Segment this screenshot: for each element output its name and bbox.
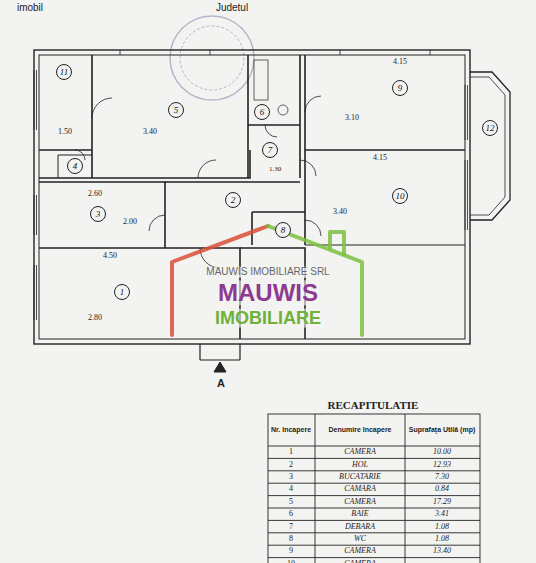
watermark-house — [172, 226, 362, 335]
room-number: 9 — [398, 83, 403, 93]
table-header: Nr. Incapere — [269, 426, 313, 433]
table-cell: CAMERA — [344, 498, 376, 506]
room-number-circle: 7 — [262, 142, 278, 158]
room-number-circle: 1 — [114, 284, 130, 300]
dimension: 1.50 — [58, 128, 72, 136]
table-cell: 1 — [289, 448, 293, 456]
section-mark: A — [217, 378, 225, 390]
table-cell: BUCATARIE — [339, 473, 381, 481]
table-cell: 10 — [287, 560, 295, 563]
room-number: 2 — [231, 195, 236, 205]
table-cell: 8 — [289, 535, 293, 543]
table-cell: 7 — [289, 522, 293, 530]
room-number: 5 — [174, 105, 179, 115]
dimension: 4.15 — [373, 154, 387, 162]
watermark: IMOBILIARE — [213, 309, 323, 328]
table-title: RECAPITULATIE — [328, 400, 419, 412]
table-cell: 3.41 — [435, 510, 449, 518]
table-cell: 0.84 — [435, 485, 449, 493]
table-cell: 5 — [289, 498, 293, 506]
table-cell: 7.30 — [435, 473, 449, 481]
table-cell: BAIE — [351, 510, 368, 518]
table-cell: WC — [354, 535, 366, 543]
table-cell: 4 — [289, 485, 293, 493]
table-header: Denumire Incapere — [320, 426, 400, 433]
room-number: 11 — [60, 67, 68, 77]
table-cell: DEBARA — [345, 522, 375, 530]
walls — [34, 50, 510, 372]
room-number-circle: 4 — [67, 158, 83, 174]
dimension: 2.60 — [88, 190, 102, 198]
room-number: 1 — [120, 287, 125, 297]
room-number-circle: 3 — [90, 206, 106, 222]
table-cell: HOL — [352, 460, 368, 468]
dimension: 4.50 — [103, 252, 117, 260]
table-cell: CAMERA — [344, 448, 376, 456]
room-number: 10 — [396, 191, 405, 201]
room-number: 7 — [268, 145, 273, 155]
table-cell: 9 — [289, 547, 293, 555]
room-number: 3 — [96, 209, 101, 219]
room-number-circle: 2 — [225, 192, 241, 208]
header-text: imobil — [17, 3, 43, 14]
table-cell: 1.08 — [435, 535, 449, 543]
watermark: MAUWIS — [216, 280, 320, 305]
summary-table — [268, 414, 480, 563]
table-cell: 10.00 — [433, 448, 451, 456]
table-cell: 13.40 — [433, 547, 451, 555]
room-number-circle: 10 — [392, 188, 408, 204]
dimension: 1.30 — [269, 166, 281, 173]
room-number-circle: 11 — [56, 64, 72, 80]
table-cell: 6 — [289, 510, 293, 518]
dimension: 2.80 — [88, 314, 102, 322]
dimension: 4.15 — [393, 58, 407, 66]
table-cell: 2 — [289, 460, 293, 468]
room-number-circle: 8 — [275, 222, 291, 238]
table-cell: 12.93 — [433, 460, 451, 468]
dimension: 3.40 — [333, 208, 347, 216]
watermark: MAUWIS IMOBILIARE SRL — [204, 267, 331, 278]
header-text: Judetul — [216, 3, 248, 14]
table-cell: CAMERA — [344, 560, 376, 563]
table-cell: CAMARA — [344, 485, 376, 493]
table-cell: 1.08 — [435, 522, 449, 530]
table-cell: 3 — [289, 473, 293, 481]
room-number-circle: 6 — [254, 104, 270, 120]
room-number: 4 — [73, 161, 78, 171]
dimension: 2.00 — [123, 218, 137, 226]
room-number: 6 — [260, 107, 265, 117]
room-number-circle: 12 — [482, 120, 498, 136]
table-cell: 17.29 — [433, 498, 451, 506]
table-header: Suprafaţa Utilă (mp) — [407, 426, 477, 433]
room-number-circle: 5 — [168, 102, 184, 118]
dimension: 3.10 — [345, 114, 359, 122]
stamp — [170, 16, 254, 100]
room-number: 8 — [281, 225, 286, 235]
dimension: 3.40 — [143, 128, 157, 136]
room-number: 12 — [486, 123, 495, 133]
room-number-circle: 9 — [392, 80, 408, 96]
table-cell: CAMERA — [344, 547, 376, 555]
